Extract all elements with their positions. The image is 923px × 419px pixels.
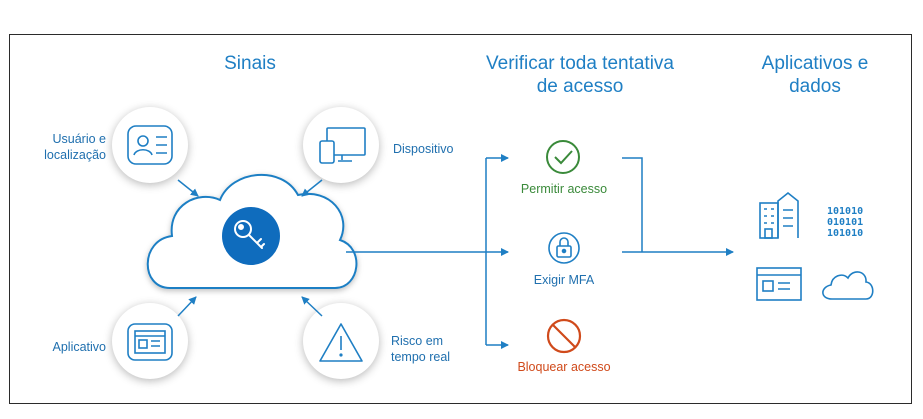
device-signal-label: Dispositivo — [393, 142, 454, 156]
risk-signal-label-line2: tempo real — [391, 350, 451, 364]
verify-heading-line1: Verificar toda tentativa — [486, 53, 674, 74]
user-signal-label-line2: localização — [44, 148, 106, 162]
risk-signal-label-line1: Risco em — [391, 334, 444, 348]
block-icon — [546, 318, 582, 354]
require-mfa-label: Exigir MFA — [533, 273, 595, 287]
block-access-label: Bloquear acesso — [517, 360, 611, 374]
apps-heading: Aplicativos e dados — [740, 52, 890, 98]
warning-icon — [319, 323, 363, 362]
user-signal-label: Usuário e localização — [20, 131, 106, 163]
binary-data-icon: 101010 010101 101010 — [827, 206, 863, 239]
apps-heading-line2: dados — [789, 76, 841, 97]
binary-line2: 010101 — [827, 217, 863, 228]
verify-heading: Verificar toda tentativa de acesso — [455, 52, 705, 98]
application-signal-label: Aplicativo — [52, 340, 107, 354]
signals-heading: Sinais — [224, 53, 276, 74]
cloud-icon — [822, 271, 874, 300]
user-signal-label-line1: Usuário e — [52, 132, 107, 146]
user-signal-bubble — [112, 107, 188, 183]
verify-heading-line2: de acesso — [536, 76, 624, 97]
risk-signal-label: Risco em tempo real — [391, 333, 450, 365]
check-circle-icon — [546, 140, 580, 174]
diagram-frame — [9, 34, 912, 404]
risk-arrow — [301, 296, 323, 317]
apps-heading-line1: Aplicativos e — [761, 53, 869, 74]
device-icon — [319, 127, 366, 164]
binary-line1: 101010 — [827, 206, 863, 217]
application-signal-bubble — [112, 303, 188, 379]
application-window-icon — [127, 323, 173, 361]
user-card-icon — [127, 125, 173, 165]
application-arrow — [177, 296, 197, 317]
binary-line3: 101010 — [827, 228, 863, 239]
allow-to-resources-line — [622, 157, 643, 252]
key-icon — [234, 220, 265, 249]
allow-access-label: Permitir acesso — [520, 182, 608, 196]
user-arrow — [177, 179, 199, 197]
app-window-icon — [756, 267, 802, 301]
buildings-icon — [759, 191, 799, 239]
lock-icon — [548, 232, 580, 264]
device-arrow — [301, 179, 323, 197]
device-signal-bubble — [303, 107, 379, 183]
